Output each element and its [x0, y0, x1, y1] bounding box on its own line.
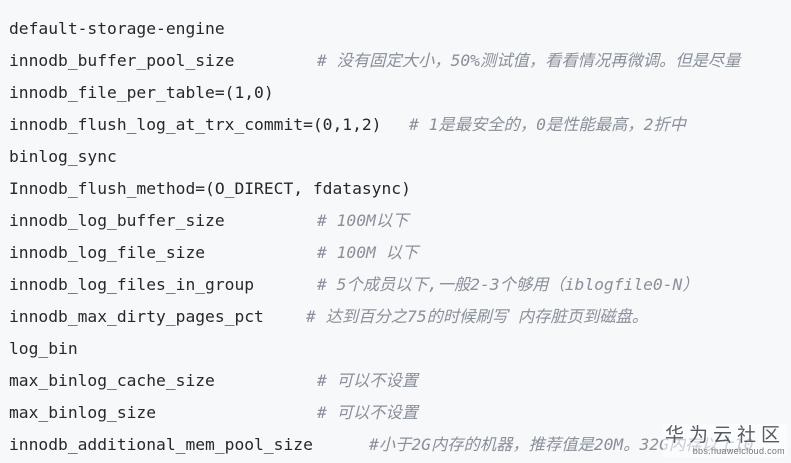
code-text: binlog_sync [9, 147, 117, 166]
code-line: innodb_flush_log_at_trx_commit=(0,1,2) #… [9, 109, 686, 141]
code-line: Innodb_flush_method=(O_DIRECT, fdatasync… [9, 173, 411, 205]
watermark-brand: 华为云社区 [664, 424, 785, 446]
code-text: innodb_file_per_table=(1,0) [9, 83, 274, 102]
code-text: innodb_log_files_in_group [9, 275, 255, 294]
code-text: innodb_flush_log_at_trx_commit=(0,1,2) [9, 115, 382, 134]
code-text: innodb_log_buffer_size [9, 211, 225, 230]
code-line: innodb_buffer_pool_size # 没有固定大小，50%测试值，… [9, 45, 740, 77]
code-text: max_binlog_cache_size [9, 371, 215, 390]
code-text: max_binlog_size [9, 403, 157, 422]
code-line: binlog_sync [9, 141, 117, 173]
code-comment: # 1是最安全的，0是性能最高，2折中 [409, 115, 686, 134]
code-comment: #小于2G内存的机器，推荐值是20M。32G内存以上10 [369, 435, 754, 454]
code-comment: # 5个成员以下,一般2-3个够用（iblogfile0-N） [317, 275, 699, 294]
code-text: default-storage-engine [9, 19, 225, 38]
code-line: innodb_file_per_table=(1,0) [9, 77, 274, 109]
code-text: innodb_buffer_pool_size [9, 51, 235, 70]
code-text: Innodb_flush_method=(O_DIRECT, fdatasync… [9, 179, 411, 198]
code-line: innodb_max_dirty_pages_pct # 达到百分之75的时候刷… [9, 301, 648, 333]
code-line: max_binlog_cache_size # 可以不设置 [9, 365, 418, 397]
code-line: innodb_log_files_in_group # 5个成员以下,一般2-3… [9, 269, 699, 301]
code-comment: # 没有固定大小，50%测试值，看看情况再微调。但是尽量 [317, 51, 741, 70]
code-comment: # 可以不设置 [317, 403, 419, 422]
code-comment: # 可以不设置 [317, 371, 419, 390]
watermark: 华为云社区 bbs.huaweicloud.com [662, 424, 787, 457]
code-line: innodb_log_file_size # 100M 以下 [9, 237, 418, 269]
code-line: log_bin [9, 333, 78, 365]
code-text: log_bin [9, 339, 78, 358]
code-line: default-storage-engine [9, 13, 225, 45]
code-line: max_binlog_size # 可以不设置 [9, 397, 418, 429]
code-line: innodb_log_buffer_size # 100M以下 [9, 205, 408, 237]
code-comment: # 100M以下 [317, 211, 409, 230]
code-comment: # 达到百分之75的时候刷写 内存脏页到磁盘。 [306, 307, 649, 326]
code-text: innodb_max_dirty_pages_pct [9, 307, 264, 326]
watermark-url: bbs.huaweicloud.com [692, 446, 785, 456]
code-comment: # 100M 以下 [317, 243, 419, 262]
code-text: innodb_additional_mem_pool_size [9, 435, 313, 454]
code-line: innodb_additional_mem_pool_size #小于2G内存的… [9, 429, 754, 461]
code-text: innodb_log_file_size [9, 243, 206, 262]
